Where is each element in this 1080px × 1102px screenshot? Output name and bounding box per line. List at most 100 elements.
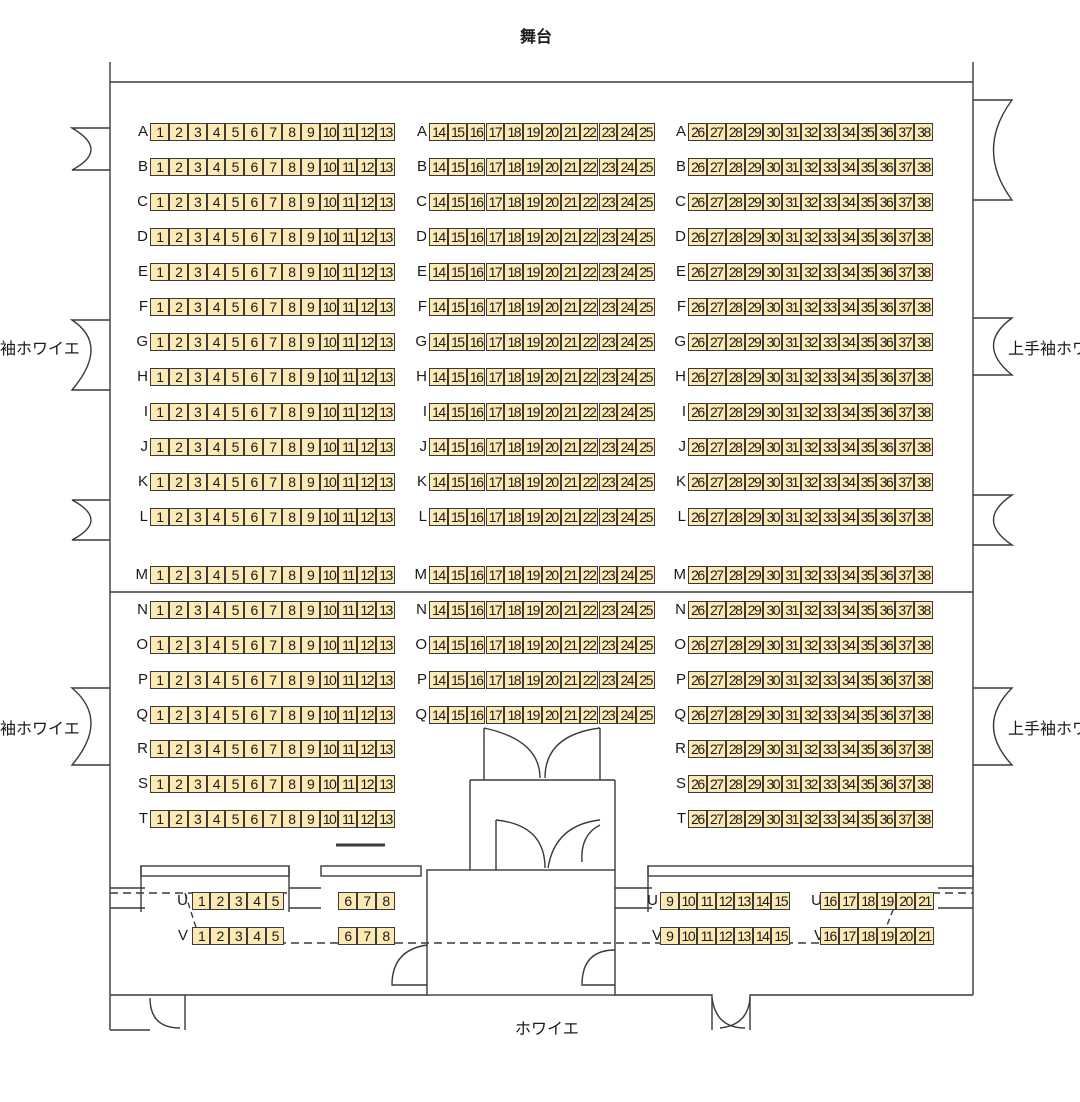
seat-K-30[interactable]: 30 — [763, 473, 783, 491]
seat-B-29[interactable]: 29 — [744, 158, 764, 176]
seat-I-24[interactable]: 24 — [617, 403, 637, 421]
seat-Q-4[interactable]: 4 — [206, 706, 226, 724]
seat-L-9[interactable]: 9 — [300, 508, 320, 526]
seat-Q-1[interactable]: 1 — [150, 706, 169, 724]
seat-T-4[interactable]: 4 — [206, 810, 226, 828]
seat-H-17[interactable]: 17 — [485, 368, 505, 386]
seat-B-6[interactable]: 6 — [244, 158, 264, 176]
seat-F-32[interactable]: 32 — [801, 298, 820, 316]
seat-T-1[interactable]: 1 — [150, 810, 169, 828]
seat-H-18[interactable]: 18 — [504, 368, 524, 386]
seat-T-6[interactable]: 6 — [244, 810, 264, 828]
seat-P-6[interactable]: 6 — [244, 671, 264, 689]
seat-K-6[interactable]: 6 — [244, 473, 264, 491]
seat-G-7[interactable]: 7 — [263, 333, 282, 351]
seat-I-13[interactable]: 13 — [376, 403, 395, 421]
seat-F-38[interactable]: 38 — [914, 298, 933, 316]
seat-A-18[interactable]: 18 — [504, 123, 524, 141]
seat-H-5[interactable]: 5 — [225, 368, 245, 386]
seat-B-21[interactable]: 21 — [560, 158, 580, 176]
seat-J-35[interactable]: 35 — [857, 438, 877, 456]
seat-L-19[interactable]: 19 — [523, 508, 542, 526]
seat-A-21[interactable]: 21 — [560, 123, 580, 141]
seat-R-3[interactable]: 3 — [187, 740, 207, 758]
seat-G-1[interactable]: 1 — [150, 333, 169, 351]
seat-B-34[interactable]: 34 — [838, 158, 858, 176]
seat-M-14[interactable]: 14 — [429, 566, 448, 584]
seat-M-31[interactable]: 31 — [782, 566, 802, 584]
seat-I-12[interactable]: 12 — [357, 403, 377, 421]
seat-Q-30[interactable]: 30 — [763, 706, 783, 724]
seat-A-29[interactable]: 29 — [744, 123, 764, 141]
seat-U-17[interactable]: 17 — [839, 892, 858, 910]
seat-O-6[interactable]: 6 — [244, 636, 264, 654]
seat-M-21[interactable]: 21 — [560, 566, 580, 584]
seat-L-22[interactable]: 22 — [579, 508, 599, 526]
seat-H-2[interactable]: 2 — [168, 368, 188, 386]
seat-N-3[interactable]: 3 — [187, 601, 207, 619]
seat-O-10[interactable]: 10 — [319, 636, 339, 654]
seat-F-26[interactable]: 26 — [688, 298, 707, 316]
seat-F-1[interactable]: 1 — [150, 298, 169, 316]
seat-B-19[interactable]: 19 — [523, 158, 542, 176]
seat-S-1[interactable]: 1 — [150, 775, 169, 793]
seat-F-4[interactable]: 4 — [206, 298, 226, 316]
seat-A-11[interactable]: 11 — [338, 123, 358, 141]
seat-I-29[interactable]: 29 — [744, 403, 764, 421]
seat-D-20[interactable]: 20 — [542, 228, 561, 246]
seat-B-38[interactable]: 38 — [914, 158, 933, 176]
seat-V-16[interactable]: 16 — [820, 927, 839, 945]
seat-O-32[interactable]: 32 — [801, 636, 820, 654]
seat-D-38[interactable]: 38 — [914, 228, 933, 246]
seat-J-20[interactable]: 20 — [542, 438, 561, 456]
seat-M-36[interactable]: 36 — [876, 566, 896, 584]
seat-M-22[interactable]: 22 — [579, 566, 599, 584]
seat-J-30[interactable]: 30 — [763, 438, 783, 456]
seat-I-34[interactable]: 34 — [838, 403, 858, 421]
seat-K-37[interactable]: 37 — [895, 473, 915, 491]
seat-P-18[interactable]: 18 — [504, 671, 524, 689]
seat-O-37[interactable]: 37 — [895, 636, 915, 654]
seat-I-11[interactable]: 11 — [338, 403, 358, 421]
seat-O-31[interactable]: 31 — [782, 636, 802, 654]
seat-Q-31[interactable]: 31 — [782, 706, 802, 724]
seat-L-32[interactable]: 32 — [801, 508, 820, 526]
seat-J-33[interactable]: 33 — [819, 438, 839, 456]
seat-V-9[interactable]: 9 — [660, 927, 679, 945]
seat-M-5[interactable]: 5 — [225, 566, 245, 584]
seat-R-7[interactable]: 7 — [263, 740, 282, 758]
seat-I-36[interactable]: 36 — [876, 403, 896, 421]
seat-B-33[interactable]: 33 — [819, 158, 839, 176]
seat-F-2[interactable]: 2 — [168, 298, 188, 316]
seat-J-22[interactable]: 22 — [579, 438, 599, 456]
seat-G-11[interactable]: 11 — [338, 333, 358, 351]
seat-E-14[interactable]: 14 — [429, 263, 448, 281]
seat-A-24[interactable]: 24 — [617, 123, 637, 141]
seat-V-4[interactable]: 4 — [247, 927, 266, 945]
seat-L-6[interactable]: 6 — [244, 508, 264, 526]
seat-G-23[interactable]: 23 — [598, 333, 618, 351]
seat-Q-12[interactable]: 12 — [357, 706, 377, 724]
seat-L-33[interactable]: 33 — [819, 508, 839, 526]
seat-I-10[interactable]: 10 — [319, 403, 339, 421]
seat-N-9[interactable]: 9 — [300, 601, 320, 619]
seat-C-6[interactable]: 6 — [244, 193, 264, 211]
seat-P-7[interactable]: 7 — [263, 671, 282, 689]
seat-D-27[interactable]: 27 — [706, 228, 726, 246]
seat-D-15[interactable]: 15 — [447, 228, 467, 246]
seat-T-29[interactable]: 29 — [744, 810, 764, 828]
seat-U-16[interactable]: 16 — [820, 892, 839, 910]
seat-F-36[interactable]: 36 — [876, 298, 896, 316]
seat-V-12[interactable]: 12 — [715, 927, 735, 945]
seat-P-26[interactable]: 26 — [688, 671, 707, 689]
seat-P-24[interactable]: 24 — [617, 671, 637, 689]
seat-N-4[interactable]: 4 — [206, 601, 226, 619]
seat-F-8[interactable]: 8 — [281, 298, 301, 316]
seat-H-37[interactable]: 37 — [895, 368, 915, 386]
seat-Q-14[interactable]: 14 — [429, 706, 448, 724]
seat-I-35[interactable]: 35 — [857, 403, 877, 421]
seat-E-38[interactable]: 38 — [914, 263, 933, 281]
seat-I-20[interactable]: 20 — [542, 403, 561, 421]
seat-O-22[interactable]: 22 — [579, 636, 599, 654]
seat-B-3[interactable]: 3 — [187, 158, 207, 176]
